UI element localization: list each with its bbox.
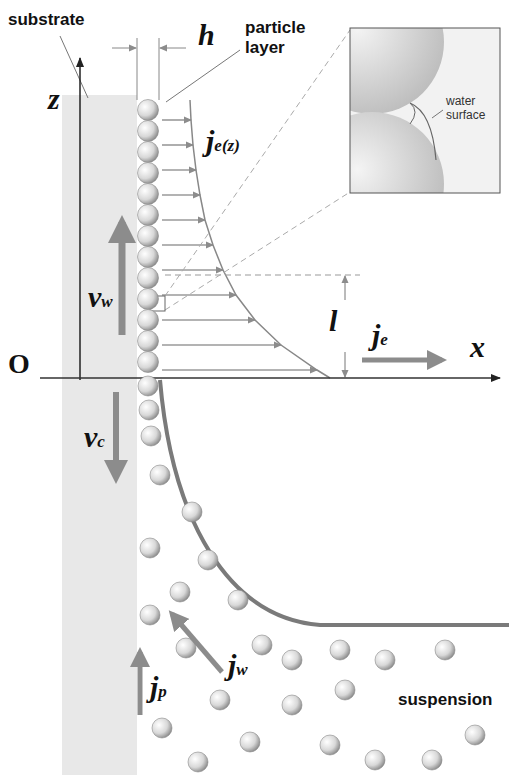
- axis-label: z: [48, 82, 60, 116]
- flux-symbol: jw: [228, 648, 248, 682]
- inset-label: water surface: [446, 94, 496, 122]
- velocity-symbol: vc: [84, 420, 105, 454]
- velocity-symbol: vw: [88, 280, 113, 314]
- flux-symbol: je(z): [206, 124, 240, 158]
- axis-label: O: [8, 348, 30, 380]
- axis-label: x: [470, 330, 485, 364]
- region-label: suspension: [398, 690, 492, 710]
- part-name: particle layer: [245, 18, 325, 58]
- dimension-symbol: h: [198, 18, 215, 52]
- part-name: substrate: [8, 10, 85, 30]
- dimension-symbol: l: [329, 304, 337, 338]
- flux-symbol: jp: [150, 670, 167, 704]
- flux-symbol: je: [372, 318, 388, 352]
